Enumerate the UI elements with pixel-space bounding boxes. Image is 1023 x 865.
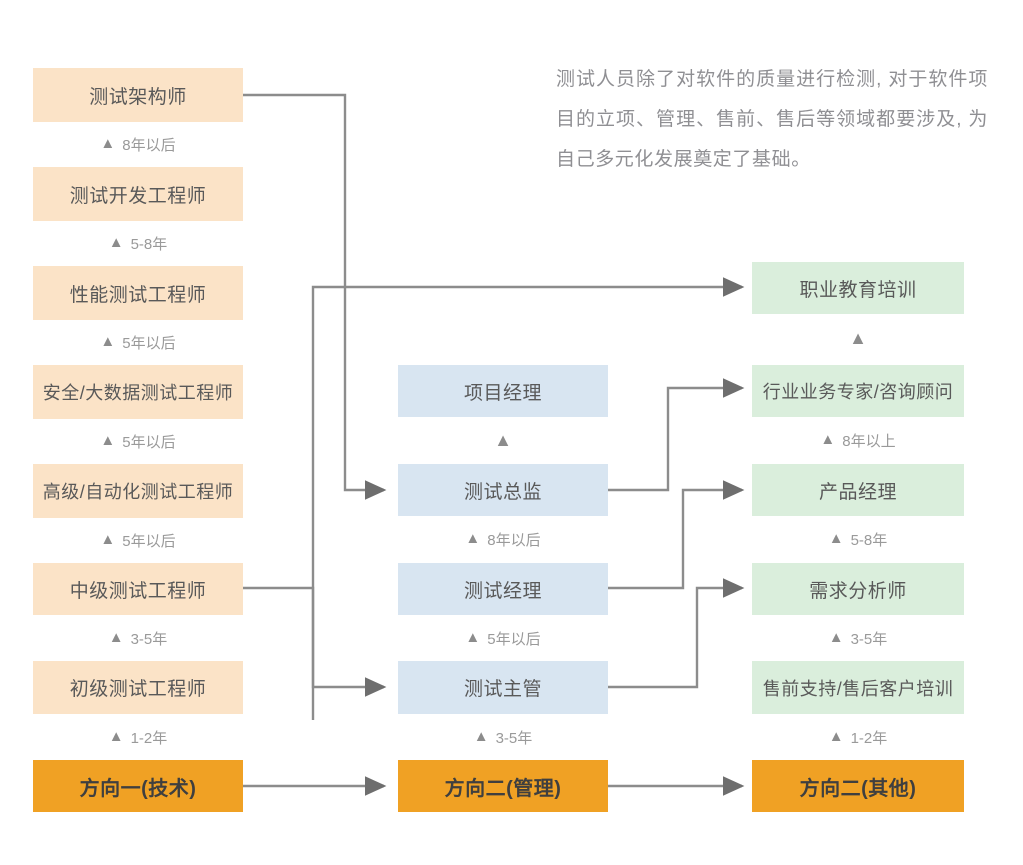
node-vocational-education-training[interactable]: 职业教育培训 [752,262,964,314]
node-label: 初级测试工程师 [69,679,207,700]
gap-text: 5-8年 [130,236,168,253]
gap-text: 5-8年 [850,532,888,549]
gap-text: 5年以后 [487,630,541,648]
gap-text: 3-5年 [850,630,888,648]
node-label: 高级/自动化测试工程师 [42,482,234,502]
triangle-up-icon: ▲ [828,530,844,547]
gap-label-presales: ▲ 1-2年 [752,714,964,760]
triangle-up-icon: ▲ [828,628,844,646]
node-label: 行业业务专家/咨询顾问 [762,382,954,402]
node-requirements-analyst[interactable]: 需求分析师 [752,563,964,615]
connector-architect-to-director [243,93,387,500]
node-label: 测试架构师 [89,86,187,108]
triangle-up-icon: ▲ [473,727,489,745]
node-label: 项目经理 [463,382,542,404]
node-label: 安全/大数据测试工程师 [42,383,234,403]
gap-text: 3-5年 [130,630,168,648]
node-presales-postsales-training[interactable]: 售前支持/售后客户培训 [752,661,964,714]
node-label: 职业教育培训 [799,279,917,301]
node-test-director[interactable]: 测试总监 [398,464,608,516]
connector-manager-to-product [608,480,745,590]
gap-label-junior: ▲ 1-2年 [33,714,243,760]
gap-text: 3-5年 [495,729,533,747]
node-industry-expert-consultant[interactable]: 行业业务专家/咨询顾问 [752,365,964,417]
node-label: 产品经理 [818,481,897,503]
triangle-up-icon: ▲ [100,432,116,449]
gap-label-architect: ▲ 8年以后 [33,122,243,167]
gap-label-intermediate: ▲ 3-5年 [33,615,243,661]
gap-text: 5年以后 [122,434,176,451]
gap-text: 8年以后 [122,137,176,154]
triangle-up-icon: ▲ [108,727,124,745]
gap-label-requirements-analyst: ▲ 3-5年 [752,615,964,661]
node-project-manager[interactable]: 项目经理 [398,365,608,417]
triangle-up-icon: ▲ [465,530,481,547]
node-test-manager[interactable]: 测试经理 [398,563,608,615]
node-senior-automation-test-engineer[interactable]: 高级/自动化测试工程师 [33,464,243,518]
connector-perf-to-training [311,277,745,720]
gap-label-senior: ▲ 5年以后 [33,518,243,563]
node-product-manager[interactable]: 产品经理 [752,464,964,516]
footer-label: 方向二(管理) [444,777,562,800]
triangle-up-icon: ▲ [100,531,116,548]
connector-supervisor-to-analyst [608,578,745,689]
gap-label-security: ▲ 5年以后 [33,419,243,464]
triangle-up-icon: ▲ [100,333,116,350]
node-label: 测试主管 [463,679,542,700]
footer-label: 方向二(其他) [799,777,917,800]
footer-management-track[interactable]: 方向二(管理) [398,760,608,812]
node-junior-test-engineer[interactable]: 初级测试工程师 [33,661,243,714]
connector-director-to-expert [608,378,745,492]
gap-label-performance: ▲ 5年以后 [33,320,243,365]
triangle-up-icon: ▲ [108,234,124,251]
connector-mid-to-supervisor [243,586,387,697]
footer-technical-track[interactable]: 方向一(技术) [33,760,243,812]
gap-text: 8年以后 [487,532,541,549]
gap-text: 1-2年 [850,729,888,747]
triangle-up-icon: ▲ [828,727,844,745]
footer-other-track[interactable]: 方向二(其他) [752,760,964,812]
node-label: 测试经理 [463,580,542,602]
node-performance-test-engineer[interactable]: 性能测试工程师 [33,266,243,320]
gap-label-project-manager: ▲ [398,417,608,464]
node-test-dev-engineer[interactable]: 测试开发工程师 [33,167,243,221]
node-label: 售前支持/售后客户培训 [762,678,954,699]
triangle-up-icon: ▲ [849,327,867,348]
gap-text: 1-2年 [130,729,168,747]
gap-label-vocational: ▲ [752,314,964,363]
triangle-up-icon: ▲ [100,135,116,152]
gap-text: 5年以后 [122,533,176,550]
gap-label-test-director: ▲ 8年以后 [398,516,608,563]
node-test-architect[interactable]: 测试架构师 [33,68,243,122]
gap-text: 8年以上 [842,433,896,450]
node-label: 性能测试工程师 [69,284,207,306]
triangle-up-icon: ▲ [494,429,512,450]
gap-text: 5年以后 [122,335,176,352]
intro-paragraph: 测试人员除了对软件的质量进行检测, 对于软件项目的立项、管理、售前、售后等领域都… [556,69,988,170]
triangle-up-icon: ▲ [820,431,836,448]
node-label: 测试开发工程师 [69,185,207,207]
footer-label: 方向一(技术) [79,777,197,800]
node-intermediate-test-engineer[interactable]: 中级测试工程师 [33,563,243,615]
gap-label-industry-expert: ▲ 8年以上 [752,417,964,464]
node-test-supervisor[interactable]: 测试主管 [398,661,608,714]
triangle-up-icon: ▲ [465,628,481,646]
gap-label-test-dev: ▲ 5-8年 [33,221,243,266]
triangle-up-icon: ▲ [108,628,124,646]
node-security-bigdata-test-engineer[interactable]: 安全/大数据测试工程师 [33,365,243,419]
node-label: 需求分析师 [809,580,907,602]
node-label: 测试总监 [463,481,542,503]
gap-label-test-supervisor: ▲ 3-5年 [398,714,608,760]
node-label: 中级测试工程师 [69,580,207,602]
gap-label-test-manager: ▲ 5年以后 [398,615,608,661]
gap-label-product-manager: ▲ 5-8年 [752,516,964,563]
